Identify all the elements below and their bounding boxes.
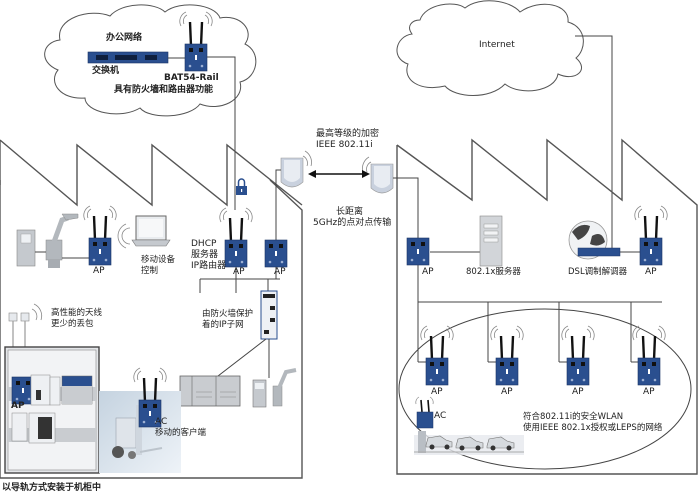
mobile-laptop [117, 215, 171, 249]
subnet-label-2: 着的IP子网 [202, 319, 244, 330]
ap-label-dsl: AP [645, 267, 657, 277]
ap-label-bridge: AP [274, 267, 286, 277]
dsl-modem-label: DSL调制解调器 [568, 266, 628, 277]
industrial-robot-right [252, 368, 297, 408]
firewall-module [260, 290, 278, 340]
secure-wlan-zone [398, 308, 692, 470]
wlan-access-point-4 [631, 324, 667, 387]
access-point-robot [82, 204, 118, 267]
rail-cabinet [4, 346, 100, 474]
radius-server [479, 215, 503, 267]
router-desc-label: 具有防火墙和路由器功能 [113, 83, 213, 95]
wlan-ap-label-2: AP [501, 387, 513, 397]
right-backbone-line [396, 177, 662, 363]
wlan-access-point-2 [489, 324, 525, 387]
access-point-bridge [264, 239, 288, 268]
access-point-dsl [633, 204, 669, 267]
left-network-bus [199, 267, 280, 293]
bridge-arrow [308, 170, 370, 178]
ap-label-robot: AP [93, 266, 105, 276]
forklift-ac-label: AC [155, 417, 167, 427]
access-client-vehicle [415, 396, 434, 429]
wlan-ap-label-4: AP [643, 387, 655, 397]
distance-label-2: 5GHz的点对点传输 [313, 216, 391, 228]
cabinet-ap-label: AP [11, 401, 25, 411]
ap-label-dhcp: AP [233, 267, 245, 277]
internet-uplink-line [575, 35, 613, 245]
antenna-label-2: 更少的丢包 [51, 318, 94, 329]
laptop-label-1: 移动设备 [141, 254, 176, 265]
wlan-ap-label-1: AP [431, 387, 443, 397]
ap-label-right-main: AP [422, 267, 434, 277]
encryption-label-1: 最高等级的加密 [316, 127, 379, 139]
wlan-label-1: 符合802.11i的安全WLAN [523, 411, 623, 422]
dsl-modem [568, 220, 621, 260]
forklift-client [99, 366, 181, 473]
subnet-label-1: 由防火墙保护 [202, 308, 253, 319]
dhcp-label-2: 服务器 [191, 248, 218, 260]
radius-server-label: 802.1x服务器 [466, 266, 521, 277]
forklift-desc-label: 移动的客户端 [155, 427, 207, 438]
encryption-label-2: IEEE 802.11i [316, 140, 373, 150]
ac-label: AC [434, 411, 446, 421]
bridge-antenna-left [280, 150, 312, 188]
office-network-label: 办公网络 [106, 31, 142, 43]
cabinet-caption: 以导轨方式安装于机柜中 [2, 481, 101, 493]
access-point-dhcp-router [218, 206, 254, 269]
router-model-label: BAT54-Rail [164, 73, 219, 83]
dhcp-label-3: IP路由器 [191, 259, 226, 271]
wlan-access-point-3 [560, 324, 596, 387]
access-point-right-main [406, 237, 430, 266]
right-factory-building [396, 138, 698, 475]
wlan-label-2: 使用IEEE 802.1x授权或LEPS的网络 [523, 422, 663, 433]
laptop-label-2: 控制 [141, 265, 158, 276]
internet-label: Internet [479, 40, 515, 50]
distance-label-1: 长距离 [336, 205, 363, 217]
dhcp-label-1: DHCP [191, 239, 217, 249]
switch-label: 交换机 [92, 64, 119, 76]
lock-icon [236, 178, 247, 195]
left-factory-building [0, 139, 303, 479]
office-switch [87, 51, 169, 64]
parking-garage-cars [414, 431, 524, 455]
internet-cloud [396, 0, 584, 96]
antenna-label-1: 高性能的天线 [51, 307, 103, 318]
plc-rack [179, 375, 241, 407]
wlan-ap-label-3: AP [572, 387, 584, 397]
industrial-robot-controller [16, 213, 79, 268]
office-uplink-line [207, 56, 236, 210]
